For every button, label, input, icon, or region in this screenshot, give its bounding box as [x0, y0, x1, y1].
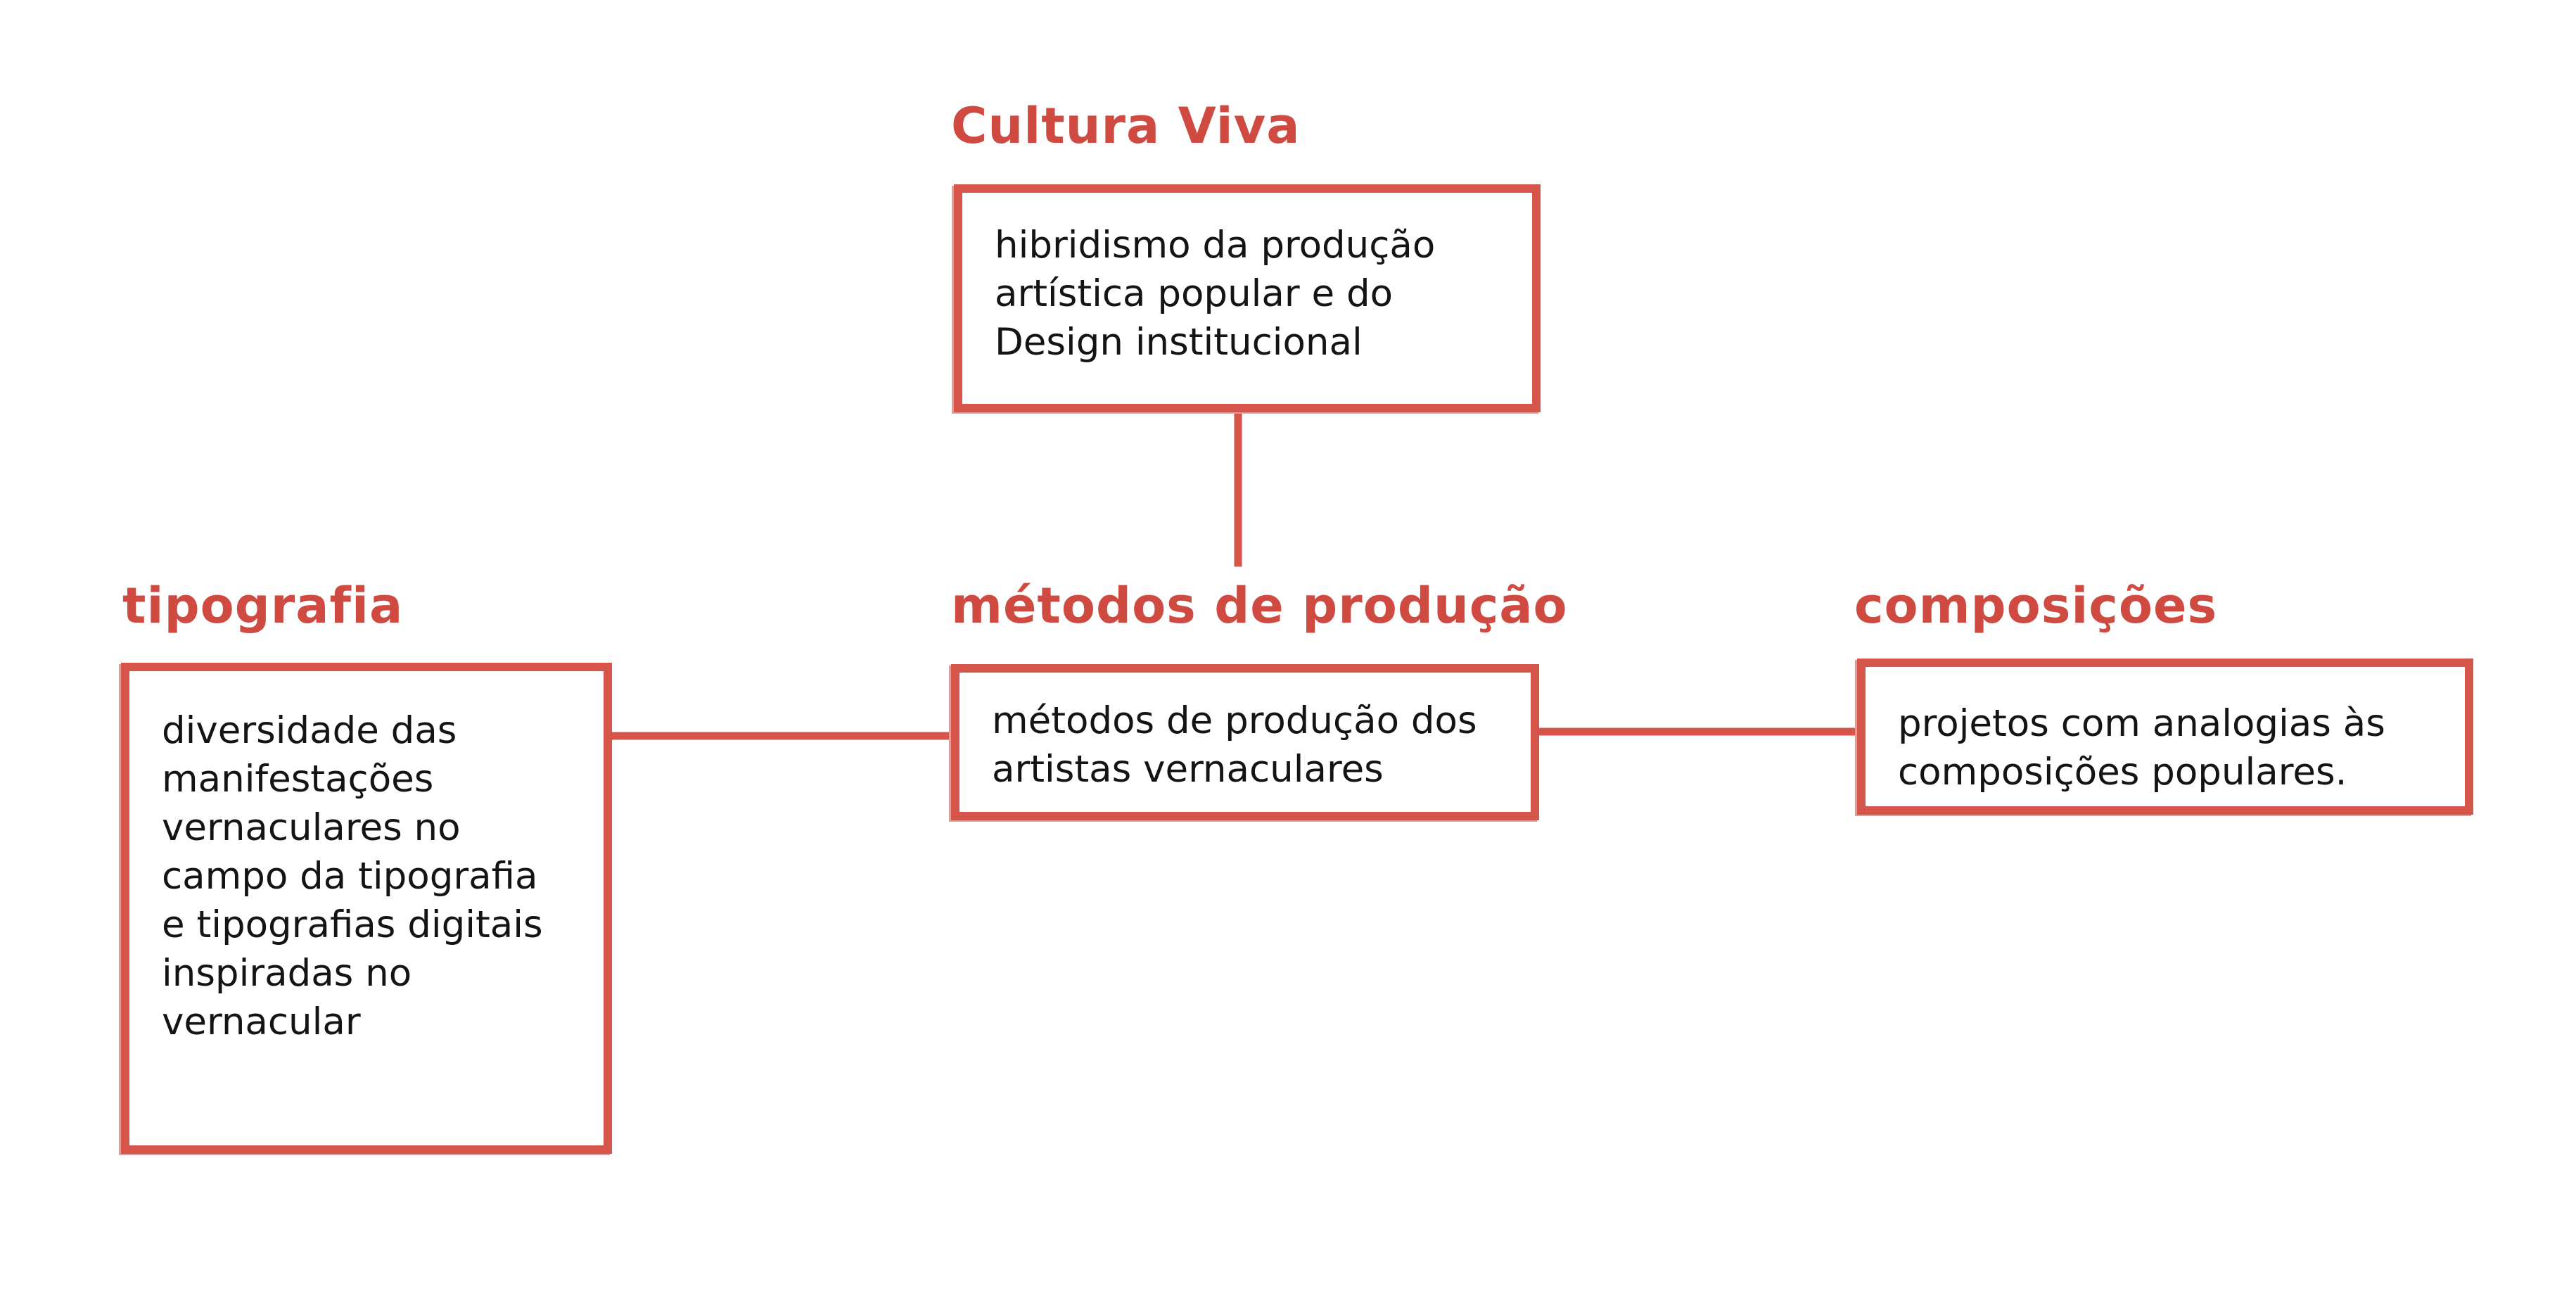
cultura-viva-title: Cultura Viva [951, 97, 1301, 155]
tipografia-box: diversidade das manifestações vernacular… [121, 663, 612, 1154]
composicoes-box: projetos com analogias às composições po… [1857, 659, 2473, 815]
tipografia-line: manifestações [162, 758, 434, 801]
metodos-line: artistas vernaculares [992, 748, 1384, 791]
cultura-viva-line: artística popular e do [995, 272, 1394, 315]
composicoes-text: projetos com analogias às composições po… [1898, 699, 2432, 796]
cultura-viva-line: hibridismo da produção [995, 224, 1436, 267]
tipografia-line: campo da tipografia [162, 855, 538, 898]
composicoes-line: projetos com analogias às [1898, 702, 2385, 745]
cultura-viva-line: Design institucional [995, 321, 1363, 364]
cultura-viva-box: hibridismo da produção artística popular… [954, 184, 1541, 412]
tipografia-line: inspiradas no [162, 952, 412, 995]
tipografia-title: tipografia [122, 577, 404, 635]
composicoes-title: composições [1854, 577, 2218, 635]
tipografia-text: diversidade das manifestações vernacular… [162, 706, 571, 1046]
tipografia-line: vernaculares no [162, 806, 461, 849]
metodos-box: métodos de produção dos artistas vernacu… [951, 664, 1539, 820]
cultura-viva-text: hibridismo da produção artística popular… [995, 221, 1500, 367]
metodos-text: métodos de produção dos artistas vernacu… [992, 697, 1498, 794]
tipografia-line: e tipografias digitais [162, 903, 543, 946]
composicoes-line: composições populares. [1898, 751, 2347, 794]
tipografia-line: vernacular [162, 1000, 361, 1043]
metodos-title: métodos de produção [951, 577, 1568, 635]
metodos-line: métodos de produção dos [992, 699, 1477, 742]
tipografia-line: diversidade das [162, 709, 457, 752]
